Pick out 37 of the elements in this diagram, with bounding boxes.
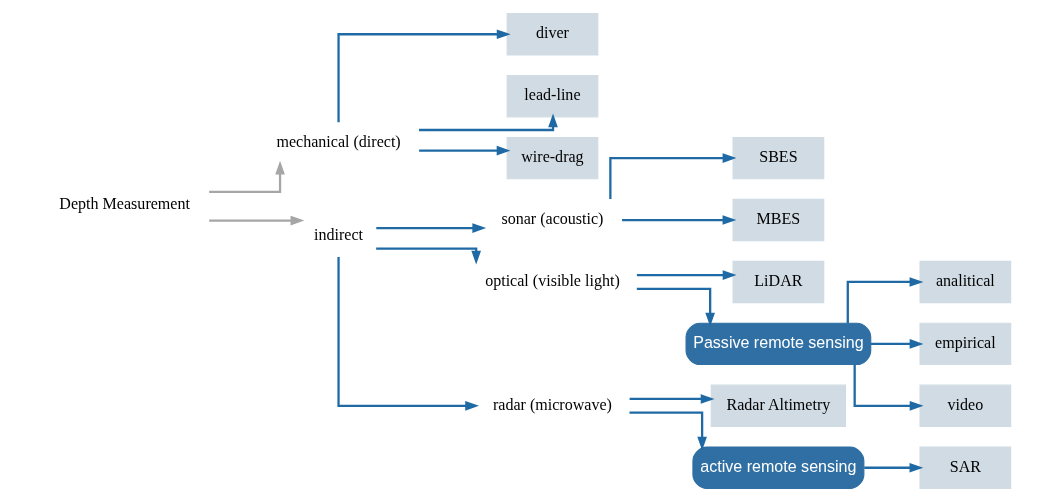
node-text: optical (visible light) [485, 271, 620, 289]
node-box: Passive remote sensing [685, 322, 872, 365]
node-box: video [919, 384, 1012, 427]
arrow [376, 222, 487, 233]
arrow [209, 160, 285, 193]
arrow [864, 462, 924, 473]
arrow [870, 338, 924, 349]
node-box: LiDAR [732, 260, 825, 303]
arrow [376, 247, 481, 265]
node-box: SAR [919, 446, 1012, 489]
arrow [419, 113, 558, 131]
arrow [609, 152, 737, 199]
arrow [622, 214, 737, 225]
node-box: MBES [732, 198, 825, 241]
arrow [209, 215, 305, 225]
node-box: analitical [919, 260, 1012, 303]
node-box: active remote sensing [692, 446, 865, 489]
arrow [846, 276, 924, 323]
arrow [636, 287, 715, 327]
arrow [636, 269, 737, 280]
node-text: radar (microwave) [492, 395, 612, 413]
node-box: wire-drag [506, 136, 599, 179]
arrow [337, 28, 511, 122]
node-text: mechanical (direct) [276, 132, 401, 150]
node-box: Radar Altimetry [710, 384, 847, 427]
node-box: diver [506, 12, 599, 55]
node-box: lead-line [506, 74, 599, 117]
node-text: Depth Measurement [59, 194, 190, 212]
node-text: indirect [314, 225, 364, 243]
node-box: SBES [732, 136, 825, 179]
arrow [337, 256, 479, 411]
arrow [853, 364, 924, 411]
node-box: empirical [919, 322, 1012, 365]
node-text: sonar (acoustic) [501, 209, 604, 227]
arrow [629, 393, 715, 404]
arrow [419, 145, 511, 155]
arrow [629, 411, 707, 450]
